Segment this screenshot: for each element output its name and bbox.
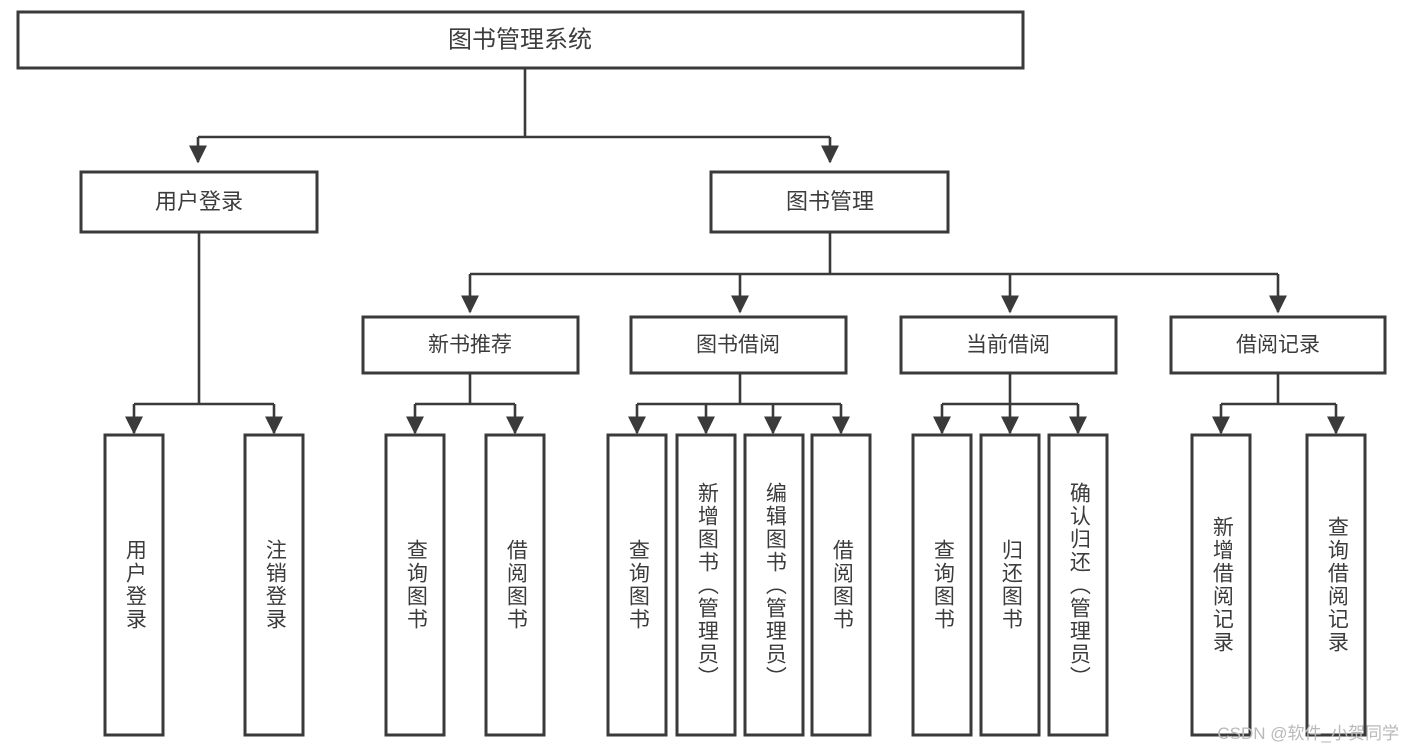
watermark-text: CSDN @软件_小贺同学 (1217, 724, 1399, 743)
node-borrow-record[interactable]: 借阅记录 (1169, 315, 1387, 375)
node-user-login-label: 用户登录 (155, 189, 243, 214)
node-current-borrow[interactable]: 当前借阅 (899, 315, 1118, 375)
node-bb-query-book-box[interactable] (606, 433, 668, 737)
node-book-borrow[interactable]: 图书借阅 (629, 315, 848, 375)
node-user-login-do-box[interactable] (103, 433, 165, 737)
node-root[interactable]: 图书管理系统 (16, 10, 1025, 70)
node-borrow-record-label: 借阅记录 (1236, 334, 1320, 357)
node-book-manage-box[interactable] (709, 170, 950, 234)
node-borrow-record-box[interactable] (1169, 315, 1387, 375)
node-nb-borrow-book-box[interactable] (484, 433, 546, 737)
node-br-query-record-box[interactable] (1305, 433, 1367, 737)
edge-current-borrow-to-leaves (932, 373, 1088, 435)
node-book-borrow-box[interactable] (629, 315, 848, 375)
leaf-boxes (103, 433, 1367, 737)
node-bb-add-book-box[interactable] (675, 433, 737, 737)
node-root-label: 图书管理系统 (448, 26, 592, 53)
edge-root-to-level1 (188, 68, 840, 164)
node-cb-return-book-box[interactable] (979, 433, 1041, 737)
node-cb-confirm-return-box[interactable] (1047, 433, 1109, 737)
edge-book-borrow-to-leaves (627, 373, 851, 435)
node-current-borrow-label: 当前借阅 (966, 334, 1050, 357)
node-cb-query-book-box[interactable] (911, 433, 973, 737)
edge-user-login-to-leaves (124, 232, 284, 435)
node-bb-edit-book-box[interactable] (743, 433, 805, 737)
node-user-logout-box[interactable] (243, 433, 305, 737)
node-current-borrow-box[interactable] (899, 315, 1118, 375)
node-bb-borrow-book-box[interactable] (810, 433, 872, 737)
node-nb-query-book-box[interactable] (384, 433, 446, 737)
node-new-book-recommend-label: 新书推荐 (428, 334, 512, 357)
node-user-login[interactable]: 用户登录 (79, 170, 319, 234)
edge-new-book-recommend-to-leaves (405, 373, 525, 435)
node-br-add-record-box[interactable] (1190, 433, 1252, 737)
edge-book-manage-to-level2 (460, 232, 1288, 314)
node-book-manage-label: 图书管理 (786, 189, 874, 214)
node-book-borrow-label: 图书借阅 (696, 334, 780, 357)
edge-borrow-record-to-leaves (1211, 373, 1346, 435)
node-new-book-recommend[interactable]: 新书推荐 (361, 315, 580, 375)
node-book-manage[interactable]: 图书管理 (709, 170, 950, 234)
node-new-book-recommend-box[interactable] (361, 315, 580, 375)
node-root-box[interactable] (16, 10, 1025, 70)
